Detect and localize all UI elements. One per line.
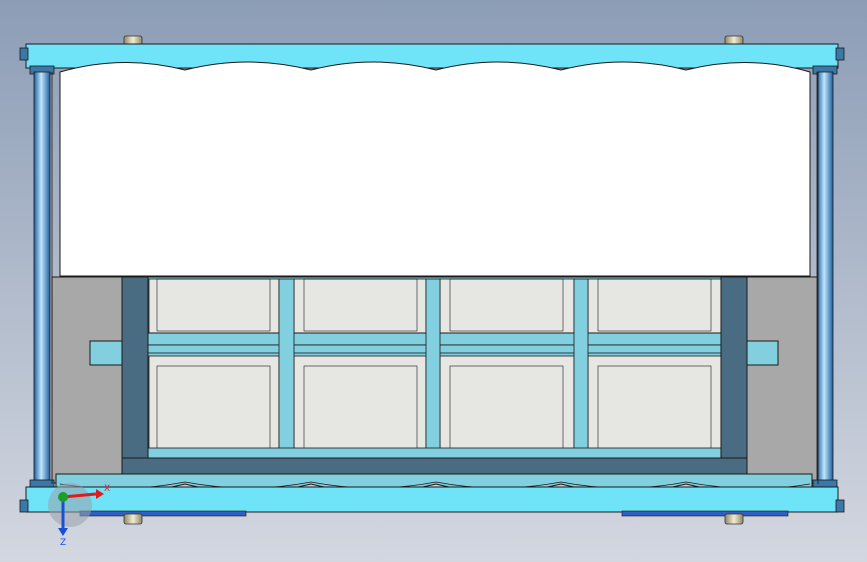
bottom-frame-bar	[25, 486, 839, 513]
top-frame	[19, 43, 845, 69]
cell-row-upper	[148, 278, 722, 334]
tie-rod-left	[33, 71, 51, 483]
cell	[293, 278, 427, 334]
cell-inner	[449, 278, 564, 332]
side-block-right	[743, 276, 819, 484]
cell	[587, 278, 722, 334]
side-block-left	[51, 276, 125, 484]
top-nuts	[123, 35, 744, 46]
cell	[148, 278, 280, 334]
channel-left	[121, 276, 149, 474]
cell	[587, 355, 722, 451]
lower-wave-line	[59, 481, 811, 489]
cell-inner	[156, 278, 271, 332]
z-axis-arrow	[58, 528, 68, 536]
foot-left	[79, 510, 247, 517]
top-frame-tab-right	[835, 47, 845, 61]
cell-inner	[597, 278, 712, 332]
bottom-frame	[19, 486, 845, 517]
post	[278, 278, 295, 456]
channel-right	[720, 276, 748, 474]
bottom-frame-tab-right	[835, 499, 845, 513]
x-axis-line	[62, 492, 97, 499]
cell-row-lower	[148, 355, 722, 451]
cell-inner	[303, 278, 418, 332]
post	[425, 278, 441, 456]
bottom-nut-left	[123, 513, 143, 525]
side-lug-right	[741, 340, 779, 366]
y-axis-origin	[58, 492, 68, 502]
foot-right	[621, 510, 789, 517]
dark-channel	[121, 276, 748, 475]
axis-triad[interactable]: X Z	[48, 483, 110, 548]
x-axis-arrow	[96, 489, 104, 499]
z-axis-label: Z	[60, 538, 66, 548]
cell-posts	[278, 278, 589, 456]
cell-bottom-rail	[146, 447, 724, 459]
tie-rod-right	[816, 71, 834, 483]
bottom-nuts	[123, 513, 744, 525]
bottom-frame-tab-left	[19, 499, 29, 513]
cell	[439, 355, 575, 451]
bottom-nut-right	[724, 513, 744, 525]
cell	[148, 355, 280, 451]
post	[573, 278, 589, 456]
top-frame-tab-left	[19, 47, 29, 61]
side-lug-left	[89, 340, 127, 366]
x-axis-label: X	[104, 484, 110, 494]
tie-rods	[29, 65, 838, 489]
cell	[439, 278, 575, 334]
cell	[293, 355, 427, 451]
channel-bottom	[121, 457, 748, 475]
triad-origin-shadow	[48, 483, 92, 527]
white-board	[59, 61, 811, 277]
